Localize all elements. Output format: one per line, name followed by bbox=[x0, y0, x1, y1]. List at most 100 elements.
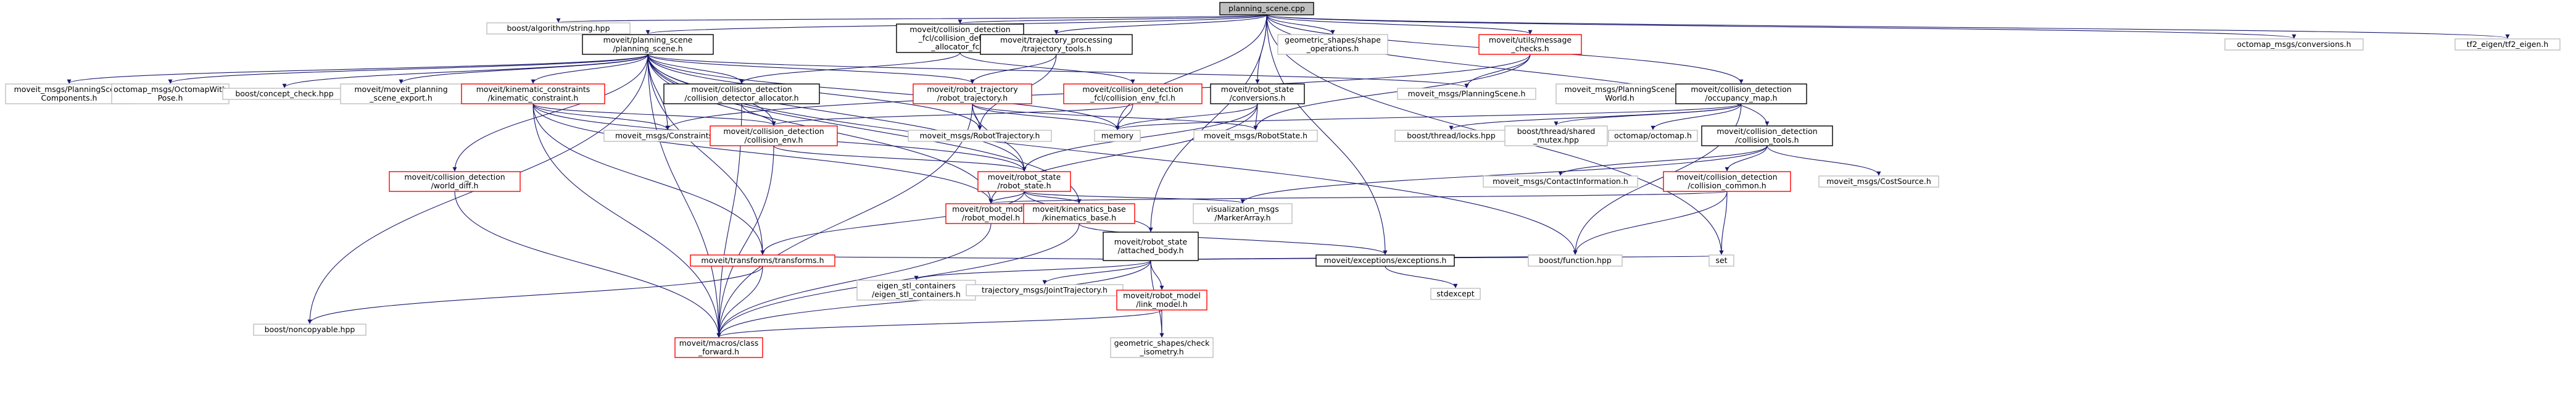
include-edge-robot_state_conversions-to-robot_state_h bbox=[1022, 103, 1258, 172]
node-box bbox=[980, 34, 1133, 55]
node-collision-detector-allocator[interactable]: moveit/collision_detection/collision_det… bbox=[663, 83, 820, 104]
node-box bbox=[2224, 38, 2364, 51]
node-label-line: _allocator_fcl.h bbox=[930, 42, 989, 51]
node-box bbox=[1219, 2, 1314, 15]
include-edge-robot_trajectory-to-robot_state_msg bbox=[972, 103, 1258, 130]
include-edge-planning_scene_h-to-octomap_with_pose bbox=[168, 54, 648, 84]
include-edge-root-to-message_checks bbox=[1266, 14, 1533, 35]
node-box bbox=[1193, 130, 1318, 142]
node-robot-state-conversions[interactable]: moveit/robot_state/conversions.h bbox=[1210, 83, 1305, 104]
node-boost-function: boost/function.hpp bbox=[1528, 254, 1623, 267]
include-edge-planning_scene_h-to-robot_state_h bbox=[647, 54, 1027, 172]
include-edge-root-to-memory bbox=[1115, 14, 1267, 130]
node-label-line: moveit/collision_detection bbox=[1717, 127, 1817, 136]
node-octomap-conversions: octomap_msgs/conversions.h bbox=[2224, 38, 2364, 51]
node-class-forward[interactable]: moveit/macros/class_forward.h bbox=[674, 337, 763, 358]
node-link-model[interactable]: moveit/robot_model/link_model.h bbox=[1116, 290, 1207, 311]
node-box bbox=[710, 125, 838, 146]
include-edge-robot_trajectory-to-memory bbox=[972, 103, 1120, 130]
include-edge-link_model-to-class_forward bbox=[716, 309, 1162, 338]
node-label-line: moveit/utils/message bbox=[1489, 35, 1572, 44]
node-label-line: moveit/collision_detection bbox=[1082, 85, 1183, 94]
node-label-line: _forward.h bbox=[698, 347, 739, 356]
node-label-line: moveit/robot_state bbox=[988, 172, 1061, 182]
node-collision-env[interactable]: moveit/collision_detection/collision_env… bbox=[710, 125, 838, 146]
node-planning-scene-h[interactable]: moveit/planning_scene/planning_scene.h bbox=[582, 34, 714, 55]
node-collision-tools[interactable]: moveit/collision_detection/collision_too… bbox=[1701, 125, 1833, 146]
include-edge-attached_body-to-eigen_stl_containers bbox=[914, 260, 1151, 280]
include-edge-planning_scene_h-to-transforms bbox=[647, 54, 765, 255]
node-kinematics-base[interactable]: moveit/kinematics_base/kinematics_base.h bbox=[1023, 203, 1135, 224]
include-edge-root-to-exceptions bbox=[1266, 14, 1388, 255]
node-label-line: boost/function.hpp bbox=[1539, 256, 1612, 265]
node-world-diff[interactable]: moveit/collision_detection/world_diff.h bbox=[389, 171, 521, 192]
node-box bbox=[1210, 83, 1305, 104]
node-attached-body[interactable]: moveit/robot_state/attached_body.h bbox=[1103, 232, 1199, 261]
node-box bbox=[674, 337, 763, 358]
node-label-line: _operations.h bbox=[1306, 44, 1359, 53]
node-box bbox=[1504, 125, 1608, 146]
node-stdexcept: stdexcept bbox=[1430, 288, 1481, 300]
node-box bbox=[1397, 88, 1536, 100]
node-label-line: moveit_msgs/PlanningScene.h bbox=[1408, 89, 1526, 98]
node-box bbox=[1023, 203, 1135, 224]
node-label-line: moveit_msgs/ContactInformation.h bbox=[1493, 177, 1628, 186]
node-kinematic-constraint[interactable]: moveit/kinematic_constraints/kinematic_c… bbox=[461, 83, 605, 104]
node-label-line: moveit/collision_detection bbox=[909, 25, 1010, 34]
node-message-checks[interactable]: moveit/utils/message_checks.h bbox=[1478, 34, 1582, 55]
node-label-line: moveit/collision_detection bbox=[1676, 172, 1777, 182]
node-label-line: /occupancy_map.h bbox=[1705, 93, 1777, 102]
include-edge-collision_tools-to-marker_array bbox=[1240, 145, 1768, 204]
node-label-line: _checks.h bbox=[1510, 44, 1549, 53]
node-label-line: moveit_msgs/PlanningScene bbox=[1565, 85, 1675, 94]
include-edge-collision_env_fcl-to-collision_env bbox=[771, 103, 1133, 126]
node-label-line: /collision_common.h bbox=[1688, 181, 1766, 190]
node-collision-env-fcl[interactable]: moveit/collision_detection_fcl/collision… bbox=[1063, 83, 1203, 104]
node-transforms[interactable]: moveit/transforms/transforms.h bbox=[690, 254, 835, 267]
node-root[interactable]: planning_scene.cpp bbox=[1219, 2, 1314, 15]
node-box bbox=[1063, 83, 1203, 104]
include-edge-root-to-trajectory_tools bbox=[1054, 14, 1267, 35]
node-label-line: /world_diff.h bbox=[431, 181, 479, 190]
node-joint-trajectory: trajectory_msgs/JointTrajectory.h bbox=[966, 284, 1124, 296]
node-box bbox=[1315, 254, 1455, 267]
node-label-line: _scene_export.h bbox=[369, 93, 433, 102]
include-edge-transforms-to-class_forward bbox=[716, 265, 763, 338]
node-box bbox=[1818, 175, 1939, 188]
node-robot-model[interactable]: moveit/robot_model/robot_model.h bbox=[945, 203, 1037, 224]
node-exceptions[interactable]: moveit/exceptions/exceptions.h bbox=[1315, 254, 1455, 267]
node-robot-trajectory[interactable]: moveit/robot_trajectory/robot_trajectory… bbox=[913, 83, 1032, 104]
include-edge-transforms-to-noncopyable bbox=[307, 265, 763, 324]
node-box bbox=[977, 171, 1071, 192]
node-label-line: /link_model.h bbox=[1136, 299, 1187, 309]
node-label-line: trajectory_msgs/JointTrajectory.h bbox=[982, 285, 1108, 295]
node-robot-state-h[interactable]: moveit/robot_state/robot_state.h bbox=[977, 171, 1071, 192]
include-edge-root-to-collision_tools bbox=[1266, 14, 1770, 126]
include-edge-kinematics_base-to-exceptions bbox=[1079, 223, 1388, 255]
node-contact-information: moveit_msgs/ContactInformation.h bbox=[1483, 175, 1638, 188]
include-edge-message_checks-to-robot_state_msg bbox=[1253, 54, 1531, 130]
node-shared-mutex: boost/thread/shared_mutex.hpp bbox=[1504, 125, 1608, 146]
node-collision-common[interactable]: moveit/collision_detection/collision_com… bbox=[1663, 171, 1791, 192]
node-memory: memory bbox=[1094, 130, 1141, 142]
node-box bbox=[486, 22, 631, 35]
node-box bbox=[340, 83, 462, 104]
node-label-line: moveit/moveit_planning bbox=[354, 85, 447, 94]
node-robot-state-msg: moveit_msgs/RobotState.h bbox=[1193, 130, 1318, 142]
node-occupancy-map[interactable]: moveit/collision_detection/occupancy_map… bbox=[1675, 83, 1807, 104]
node-tf2-eigen: tf2_eigen/tf2_eigen.h bbox=[2454, 38, 2561, 51]
node-box bbox=[1675, 83, 1807, 104]
node-trajectory-tools[interactable]: moveit/trajectory_processing/trajectory_… bbox=[980, 34, 1133, 55]
node-label-line: /trajectory_tools.h bbox=[1021, 44, 1091, 53]
include-edge-planning_scene_h-to-planning_scene_components bbox=[67, 54, 648, 84]
node-box bbox=[690, 254, 835, 267]
node-label-line: moveit/exceptions/exceptions.h bbox=[1324, 256, 1447, 265]
include-edge-collision_common-to-boost_function bbox=[1573, 191, 1728, 255]
include-edge-planning_scene_h-to-moveit_planning_scene_export bbox=[399, 54, 648, 84]
node-label-line: moveit/transforms/transforms.h bbox=[701, 256, 824, 265]
node-collision-detector-allocator-fcl[interactable]: moveit/collision_detection_fcl/collision… bbox=[896, 23, 1024, 53]
node-box bbox=[389, 171, 521, 192]
node-label-line: boost/concept_check.hpp bbox=[235, 89, 333, 98]
